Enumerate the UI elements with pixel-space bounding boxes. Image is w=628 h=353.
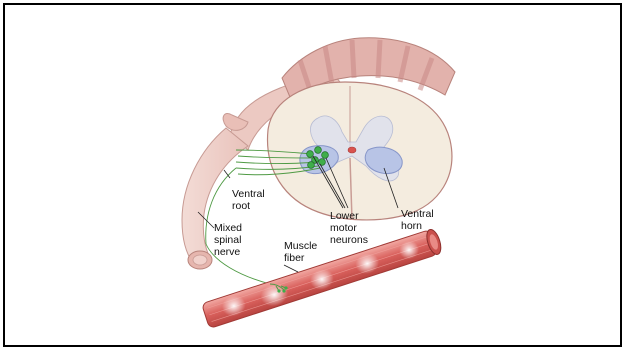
label-mixed-spinal-nerve: Mixed spinal nerve <box>214 222 242 258</box>
label-muscle-fiber-line2: fiber <box>284 252 317 264</box>
spinal-cord <box>268 38 455 220</box>
label-ventral-root-line1: Ventral <box>232 188 265 200</box>
label-lower-motor-neurons-line2: motor <box>330 222 368 234</box>
label-ventral-root: Ventral root <box>232 188 265 212</box>
label-mixed-spinal-nerve-line3: nerve <box>214 246 242 258</box>
label-lower-motor-neurons-line1: Lower <box>330 210 368 222</box>
label-ventral-horn-line2: horn <box>401 220 434 232</box>
label-ventral-horn-line1: Ventral <box>401 208 434 220</box>
label-ventral-root-line2: root <box>232 200 265 212</box>
label-mixed-spinal-nerve-line2: spinal <box>214 234 242 246</box>
label-muscle-fiber-line1: Muscle <box>284 240 317 252</box>
label-mixed-spinal-nerve-line1: Mixed <box>214 222 242 234</box>
label-lower-motor-neurons-line3: neurons <box>330 234 368 246</box>
label-ventral-horn: Ventral horn <box>401 208 434 232</box>
label-muscle-fiber: Muscle fiber <box>284 240 317 264</box>
label-lower-motor-neurons: Lower motor neurons <box>330 210 368 246</box>
